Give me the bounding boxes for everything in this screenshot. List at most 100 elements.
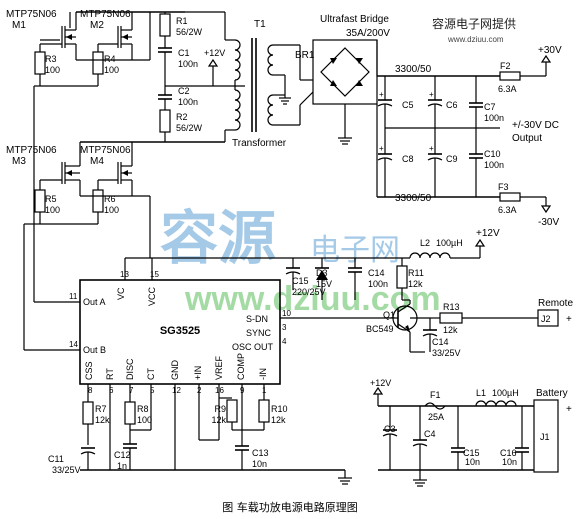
c14b-val: 33/25V [432, 348, 461, 358]
c15a-val: 220/25V [292, 287, 326, 297]
ic-pin-sync: SYNC [246, 328, 272, 338]
inductor-l1 [475, 400, 517, 407]
j1-ref: J1 [540, 432, 550, 442]
r6-ref: R6 [104, 194, 116, 204]
connector-j1[interactable] [533, 399, 559, 473]
m4-part: MTP75N06 [80, 145, 131, 156]
bridge-ref: BR1 [295, 50, 315, 61]
r13-ref: R13 [443, 302, 460, 312]
l1-val: 100µH [492, 388, 519, 398]
r2-val: 56/2W [176, 123, 203, 133]
c4-ref: C4 [424, 429, 436, 439]
fuse-f1 [424, 402, 446, 410]
output-neg: -30V [538, 217, 559, 228]
ic-pin-vcc: VCC [147, 286, 157, 306]
m3-part: MTP75N06 [6, 145, 57, 156]
ic-name: SG3525 [160, 325, 200, 337]
r9-ref: R9 [214, 404, 226, 414]
svg-text:CT: CT [146, 368, 156, 380]
svg-text:12: 12 [172, 386, 181, 395]
resistor-r4 [92, 51, 104, 75]
r4-ref: R4 [104, 54, 116, 64]
q1-ref: Q1 [383, 310, 395, 320]
m2-ref: M2 [90, 20, 104, 31]
r3-ref: R3 [45, 54, 57, 64]
f3-val: 6.3A [498, 205, 517, 215]
svg-text:7: 7 [129, 386, 134, 395]
c15b-val: 10n [465, 457, 480, 467]
ic-pin15-num: 15 [150, 270, 159, 279]
c13-ref: C13 [252, 448, 269, 458]
r13-val: 12k [443, 325, 458, 335]
supply-arrow-icon [207, 58, 219, 67]
c1-val: 100n [178, 59, 198, 69]
output-label-1: +/-30V DC [512, 120, 559, 131]
d3-ref: D3 [316, 268, 328, 278]
c14b-ref: C14 [432, 337, 449, 347]
l2-supply: +12V [476, 228, 500, 239]
svg-text:-IN: -IN [258, 368, 268, 380]
battery-supply-12v: +12V [370, 378, 391, 388]
resistor-r9 [226, 399, 238, 423]
transformer-ref: T1 [254, 19, 266, 30]
mosfet-m4: MTP75N06 M4 [80, 142, 133, 196]
watermark-large: 容源 电子网 www.dziuu.com [160, 206, 441, 318]
r7-ref: R7 [95, 404, 107, 414]
r11-ref: R11 [408, 268, 424, 278]
r2-ref: R2 [176, 112, 188, 122]
svg-text:VREF: VREF [214, 355, 224, 380]
svg-text:+: + [429, 144, 434, 153]
mosfet-m2: MTP75N06 M2 [80, 9, 133, 60]
ic-pin4-num: 4 [282, 337, 287, 346]
mosfet-m1: MTP75N06 M1 [6, 9, 77, 60]
ic-pin-outb: Out B [83, 345, 106, 355]
ic-pin-sdn: S-DN [246, 314, 268, 324]
r11-val: 12k [408, 279, 423, 289]
filter-caps-top-value: 3300/50 [395, 64, 432, 75]
r9-val: 12k [211, 415, 226, 425]
c8-ref: C8 [402, 154, 414, 164]
filter-caps-bottom-value: 3300/50 [395, 193, 432, 204]
c14a-val: 100n [368, 279, 388, 289]
resistor-r3 [34, 51, 46, 75]
c16-ref: C16 [500, 448, 517, 458]
j2-ref: J2 [541, 314, 551, 324]
c1-ref: C1 [178, 48, 190, 58]
battery-label: Battery [536, 388, 568, 399]
resistor-r2 [159, 109, 171, 133]
ic-pin11-num: 11 [69, 292, 78, 301]
c3-ref: C3 [384, 424, 396, 434]
ic-pin-vc: VC [116, 287, 126, 300]
l2-val: 100µH [436, 238, 463, 248]
c15b-ref: C15 [463, 448, 480, 458]
r4-val: 100 [104, 65, 119, 75]
ic-pin3-num: 3 [282, 323, 287, 332]
c11-val: 33/25V [52, 465, 81, 475]
c15a-ref: C15 [292, 276, 309, 286]
svg-text:+IN: +IN [193, 366, 203, 380]
svg-text:5: 5 [150, 386, 155, 395]
c10-val: 100n [484, 160, 504, 170]
c7-ref: C7 [484, 102, 496, 112]
svg-text:+: + [379, 90, 384, 99]
c2-ref: C2 [178, 86, 190, 96]
c10-ref: C10 [484, 149, 501, 159]
resistor-r13 [439, 312, 463, 324]
transformer-t1: T1 Transformer [232, 19, 287, 149]
watermark-site-url: www.dziuu.com [447, 35, 504, 44]
resistor-r7 [82, 401, 94, 425]
ic-pin-oscout: OSC OUT [232, 342, 274, 352]
mosfet-m3: MTP75N06 M3 [6, 142, 81, 196]
c7-val: 100n [484, 113, 504, 123]
watermark-cn-large: 容源 [160, 206, 276, 271]
bridge-title: Ultrafast Bridge [320, 14, 389, 25]
c9-ref: C9 [446, 154, 458, 164]
r1-val: 56/2W [176, 27, 203, 37]
connector-j2[interactable] [537, 309, 559, 327]
remote-label: Remote [538, 298, 573, 309]
ic-pin10-num: 10 [282, 309, 291, 318]
arrow-12v-l2-icon [474, 238, 486, 247]
bridge-rating: 35A/200V [346, 28, 390, 39]
arrow-12v-batt-icon [372, 386, 384, 395]
